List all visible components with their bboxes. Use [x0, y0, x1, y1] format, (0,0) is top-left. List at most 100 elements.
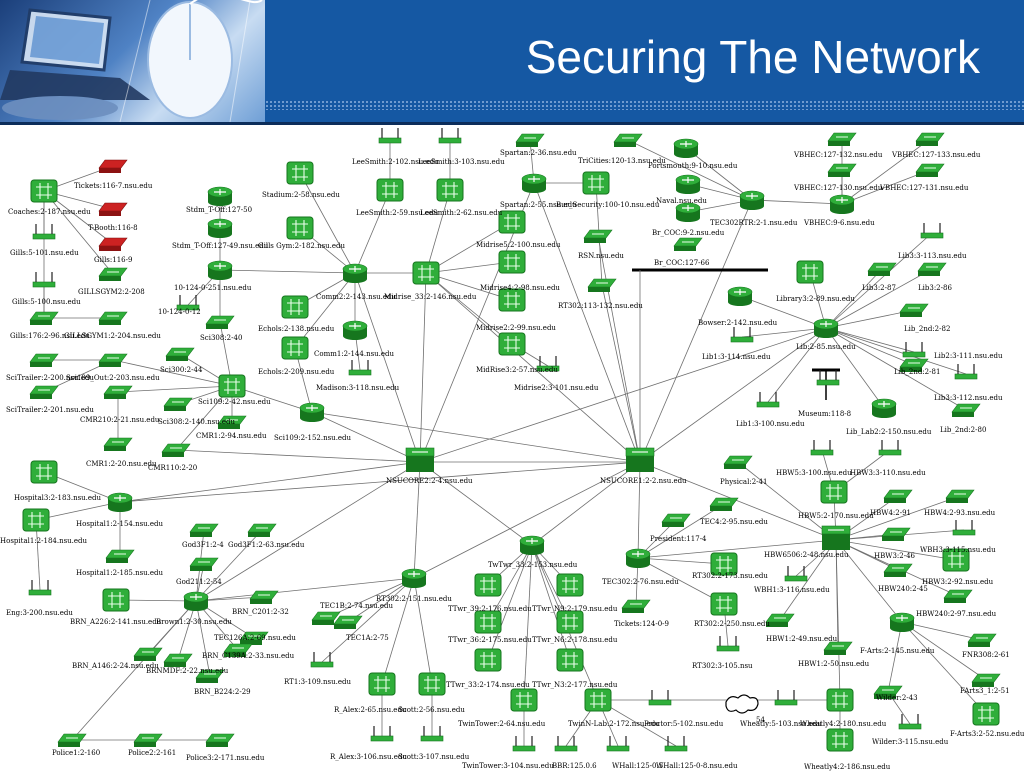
hbw493-hub-icon[interactable]: [945, 489, 975, 503]
twinnlab-switch-icon[interactable]: [584, 688, 612, 712]
tec302-router-icon[interactable]: [625, 548, 651, 568]
whall1258-access-point-icon[interactable]: [664, 736, 688, 752]
police2-hub-icon[interactable]: [133, 733, 163, 747]
midrise2-switch-icon[interactable]: [498, 288, 526, 312]
wilder115-access-point-icon[interactable]: [898, 714, 922, 730]
ttwr176-switch-icon[interactable]: [474, 573, 502, 597]
r124251-router-icon[interactable]: [207, 260, 233, 280]
ttwr179-switch-icon[interactable]: [556, 573, 584, 597]
gills5101-access-point-icon[interactable]: [32, 224, 56, 240]
brnb224-hub-icon[interactable]: [195, 669, 225, 683]
god3f1-hub-icon[interactable]: [189, 523, 219, 537]
hbw5100-access-point-icon[interactable]: [810, 440, 834, 456]
hbw150-hub-icon[interactable]: [823, 641, 853, 655]
cmr210-hub-icon[interactable]: [103, 385, 133, 399]
rt302173-switch-icon[interactable]: [710, 552, 738, 576]
stadium-switch-icon[interactable]: [286, 161, 314, 185]
wilder43-hub-icon[interactable]: [873, 685, 903, 699]
stdmtoff49-router-icon[interactable]: [207, 218, 233, 238]
brnc201-hub-icon[interactable]: [249, 590, 279, 604]
president-hub-icon[interactable]: [661, 513, 691, 527]
wheatly186-switch-icon[interactable]: [826, 728, 854, 752]
tricities-hub-icon[interactable]: [613, 133, 643, 147]
lib2nd80-hub-icon[interactable]: [951, 403, 981, 417]
sciout-hub-icon[interactable]: [98, 353, 128, 367]
rt302151-router-icon[interactable]: [401, 568, 427, 588]
brnc139a-hub-icon[interactable]: [223, 643, 253, 657]
sci308140-hub-icon[interactable]: [163, 397, 193, 411]
nsucore2-switch-icon[interactable]: [405, 447, 435, 472]
leesmith102-access-point-icon[interactable]: [378, 128, 402, 144]
midrise2ap-access-point-icon[interactable]: [536, 356, 560, 372]
hbw491-hub-icon[interactable]: [883, 489, 913, 503]
leesmith103-access-point-icon[interactable]: [438, 128, 462, 144]
hospital1184-switch-icon[interactable]: [22, 508, 50, 532]
naval-router-icon[interactable]: [675, 174, 701, 194]
midrise33-switch-icon[interactable]: [412, 261, 440, 285]
tickets-firewall-icon[interactable]: [98, 159, 128, 173]
leesmith62-switch-icon[interactable]: [436, 178, 464, 202]
vbhec131-hub-icon[interactable]: [915, 163, 945, 177]
lib1100-access-point-icon[interactable]: [756, 392, 780, 408]
ttwr175-switch-icon[interactable]: [474, 610, 502, 634]
twintower104-access-point-icon[interactable]: [512, 736, 536, 752]
lib2nd82-hub-icon[interactable]: [899, 303, 929, 317]
scott-switch-icon[interactable]: [418, 672, 446, 696]
spartan36-hub-icon[interactable]: [515, 133, 545, 147]
echols209-switch-icon[interactable]: [281, 336, 309, 360]
hbw3110-access-point-icon[interactable]: [878, 440, 902, 456]
whall125-access-point-icon[interactable]: [606, 736, 630, 752]
proctor-access-point-icon[interactable]: [648, 690, 672, 706]
tec126a-hub-icon[interactable]: [239, 631, 269, 645]
gillsgym1-hub-icon[interactable]: [98, 311, 128, 325]
tec1b-hub-icon[interactable]: [311, 611, 341, 625]
scott107-access-point-icon[interactable]: [420, 726, 444, 742]
museum-access-point-icon[interactable]: [816, 370, 840, 386]
gills1169-firewall-icon[interactable]: [98, 237, 128, 251]
lib387-hub-icon[interactable]: [867, 262, 897, 276]
tickets1249-hub-icon[interactable]: [621, 599, 651, 613]
wheatly103-access-point-icon[interactable]: [774, 690, 798, 706]
bursecurity-switch-icon[interactable]: [582, 171, 610, 195]
sci109152-router-icon[interactable]: [299, 402, 325, 422]
coaches-switch-icon[interactable]: [30, 179, 58, 203]
library3-switch-icon[interactable]: [796, 260, 824, 284]
sci300-hub-icon[interactable]: [165, 347, 195, 361]
bowser-router-icon[interactable]: [727, 286, 753, 306]
nsucore1-switch-icon[interactable]: [625, 447, 655, 472]
ttwr178-switch-icon[interactable]: [556, 610, 584, 634]
vbhec96-router-icon[interactable]: [829, 194, 855, 214]
tbooth-firewall-icon[interactable]: [98, 202, 128, 216]
eng-access-point-icon[interactable]: [28, 580, 52, 596]
lib2111-access-point-icon[interactable]: [902, 342, 926, 358]
god3f163-hub-icon[interactable]: [247, 523, 277, 537]
physical-hub-icon[interactable]: [723, 455, 753, 469]
spartan55-router-icon[interactable]: [521, 173, 547, 193]
vbhec132-hub-icon[interactable]: [827, 132, 857, 146]
tec495-hub-icon[interactable]: [709, 497, 739, 511]
lib3113-access-point-icon[interactable]: [920, 223, 944, 239]
tec302rtr-router-icon[interactable]: [739, 190, 765, 210]
god211-hub-icon[interactable]: [189, 557, 219, 571]
midrise3-switch-icon[interactable]: [498, 332, 526, 356]
lib3112-access-point-icon[interactable]: [954, 364, 978, 380]
brna146-hub-icon[interactable]: [133, 647, 163, 661]
tec1a-hub-icon[interactable]: [333, 615, 363, 629]
brown1-router-icon[interactable]: [183, 591, 209, 611]
vbhec130-hub-icon[interactable]: [827, 163, 857, 177]
rt302250-switch-icon[interactable]: [710, 592, 738, 616]
scitrailer201-hub-icon[interactable]: [29, 385, 59, 399]
gills5100-access-point-icon[interactable]: [32, 272, 56, 288]
vbhec133-hub-icon[interactable]: [915, 132, 945, 146]
hospital1154-router-icon[interactable]: [107, 492, 133, 512]
midrise5-switch-icon[interactable]: [498, 210, 526, 234]
brna226-switch-icon[interactable]: [102, 588, 130, 612]
brcoc9-router-icon[interactable]: [675, 202, 701, 222]
comm2-router-icon[interactable]: [342, 263, 368, 283]
lib2nd81-hub-icon[interactable]: [899, 358, 929, 372]
hospital3-switch-icon[interactable]: [30, 460, 58, 484]
ralex65-switch-icon[interactable]: [368, 672, 396, 696]
madison-access-point-icon[interactable]: [348, 360, 372, 376]
hbw6506-switch-icon[interactable]: [821, 525, 851, 550]
police1-hub-icon[interactable]: [57, 733, 87, 747]
